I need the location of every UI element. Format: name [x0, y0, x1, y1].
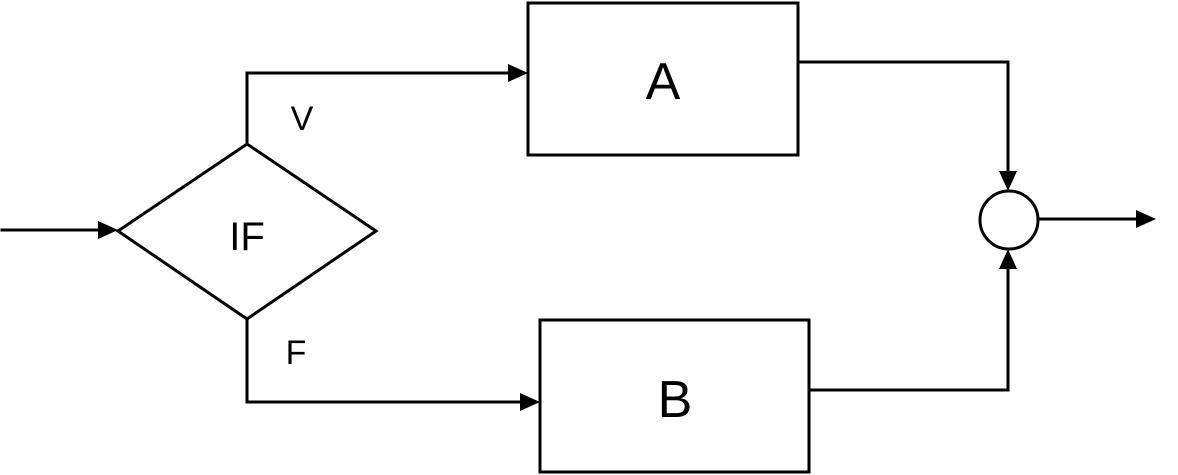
decision-diamond	[115, 142, 379, 321]
block-a-label: A	[646, 53, 681, 111]
false-branch-arrowhead	[520, 393, 540, 411]
block-a	[526, 1, 800, 157]
false-branch-line	[245, 317, 522, 404]
decision-label: IF	[229, 215, 265, 259]
block-b-output-arrowhead	[999, 249, 1017, 269]
true-branch-arrowhead	[508, 64, 528, 82]
block-b	[538, 318, 811, 474]
block-b-label: B	[658, 371, 693, 429]
block-b-output-line	[807, 266, 1010, 392]
output-arrowhead	[1136, 210, 1156, 228]
input-arrowhead	[98, 221, 118, 239]
true-branch-line	[245, 71, 510, 146]
block-a-output-line	[796, 60, 1010, 174]
false-branch-label: F	[286, 334, 307, 372]
junction-circle	[978, 189, 1040, 251]
true-branch-label: V	[291, 100, 314, 138]
block-a-output-arrowhead	[999, 171, 1017, 191]
